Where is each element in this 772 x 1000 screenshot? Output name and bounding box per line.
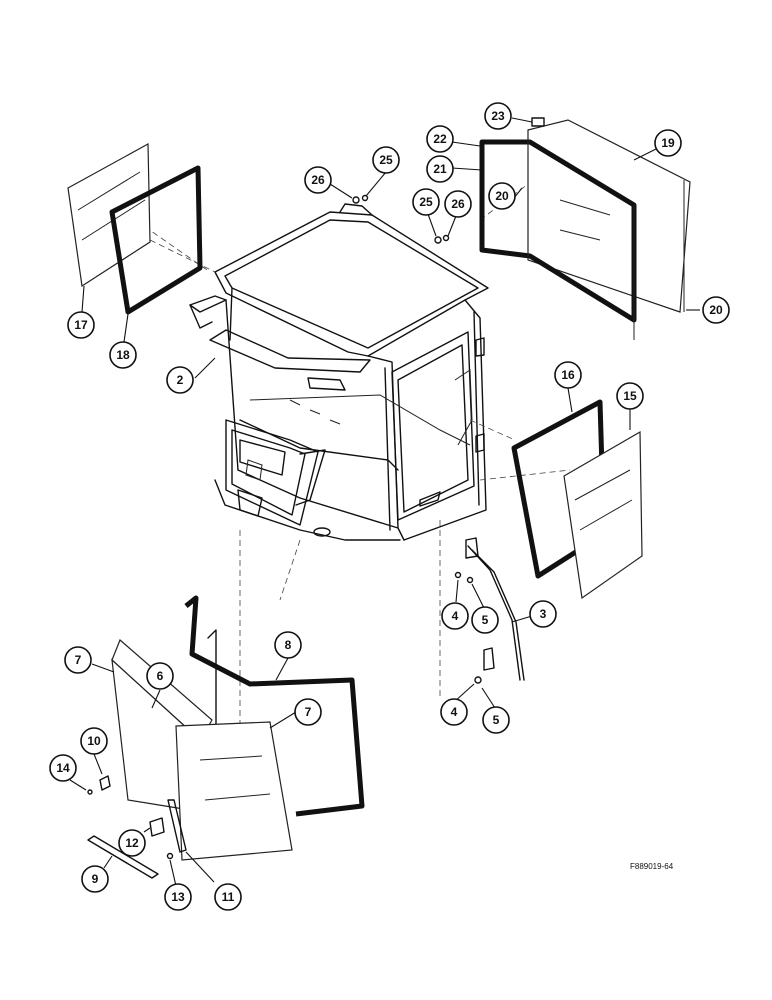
callout-17: 17 [67,311,95,339]
svg-text:5: 5 [482,613,489,627]
callout-19: 19 [654,129,682,157]
callout-7: 7 [294,698,322,726]
callout-25: 25 [372,146,400,174]
callout-7: 7 [64,646,92,674]
callout-23: 23 [484,102,512,130]
callout-5: 5 [471,606,499,634]
svg-text:4: 4 [452,609,459,623]
callout-9: 9 [81,865,109,893]
svg-text:17: 17 [74,318,88,332]
svg-text:21: 21 [433,162,447,176]
svg-text:6: 6 [157,669,164,683]
callout-26: 26 [444,190,472,218]
svg-text:22: 22 [433,132,447,146]
leader-lines [69,117,700,887]
roof-fasteners [352,194,450,244]
svg-text:15: 15 [623,389,637,403]
callout-21: 21 [426,155,454,183]
rear-window-assembly [479,117,691,340]
svg-text:4: 4 [451,705,458,719]
callout-6: 6 [146,662,174,690]
callout-20: 20 [702,296,730,324]
callout-22: 22 [426,125,454,153]
svg-text:13: 13 [171,890,185,904]
svg-text:11: 11 [222,890,235,904]
callout-11: 11 [214,883,242,911]
callout-5: 5 [482,706,510,734]
callouts: 2 3 4 5 4 5 6 7 7 8 9 10 11 12 13 14 15 … [49,102,730,911]
svg-text:12: 12 [125,836,139,850]
svg-text:19: 19 [661,136,675,150]
svg-text:8: 8 [285,638,292,652]
svg-text:25: 25 [419,195,433,209]
callout-10: 10 [80,727,108,755]
door-strut-assembly [454,537,525,684]
svg-text:9: 9 [92,872,99,886]
callout-14: 14 [49,754,77,782]
svg-text:3: 3 [540,607,547,621]
callout-13: 13 [164,883,192,911]
callout-4: 4 [440,698,468,726]
callout-2: 2 [166,366,194,394]
svg-text:7: 7 [75,653,82,667]
lower-door-panels [87,595,365,879]
svg-text:26: 26 [451,197,465,211]
callout-20: 20 [488,182,516,210]
svg-text:20: 20 [709,303,723,317]
callout-12: 12 [118,829,146,857]
callout-18: 18 [109,341,137,369]
svg-text:14: 14 [56,761,70,775]
svg-text:20: 20 [495,189,509,203]
svg-text:5: 5 [493,713,500,727]
svg-text:18: 18 [116,348,130,362]
callout-3: 3 [529,600,557,628]
callout-4: 4 [441,602,469,630]
svg-text:26: 26 [311,173,325,187]
right-door-glass-and-seal [511,399,643,600]
svg-text:23: 23 [491,109,505,123]
figure-code: F889019-64 [630,862,674,871]
callout-26: 26 [304,166,332,194]
callout-25: 25 [412,188,440,216]
svg-text:2: 2 [177,373,184,387]
cab-frame [189,203,489,541]
callout-16: 16 [554,361,582,389]
svg-text:10: 10 [87,734,101,748]
left-rear-glass-and-seal [67,142,203,315]
svg-text:25: 25 [379,153,393,167]
callout-8: 8 [274,631,302,659]
svg-text:7: 7 [305,705,312,719]
svg-text:16: 16 [561,368,575,382]
callout-15: 15 [616,382,644,410]
